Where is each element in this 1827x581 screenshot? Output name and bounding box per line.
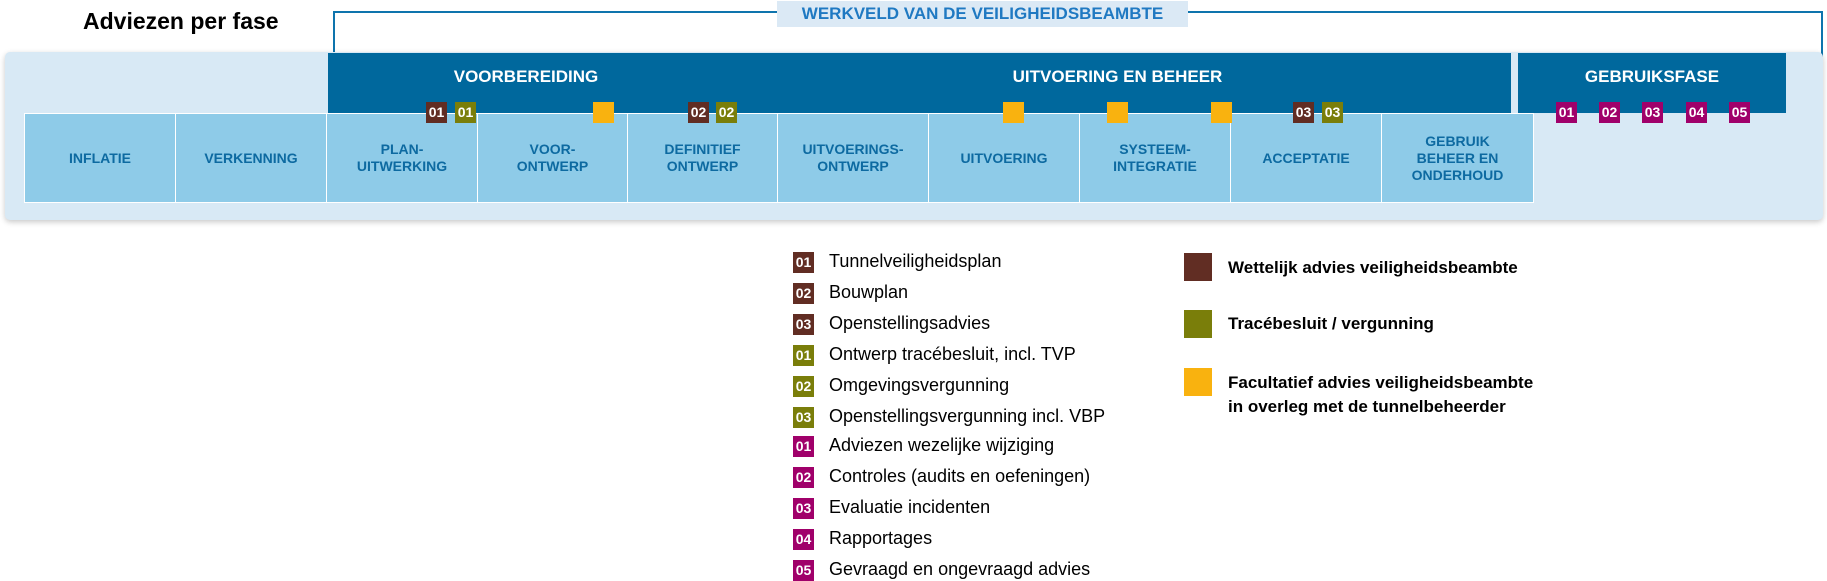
legend-badge: 05 bbox=[793, 560, 814, 581]
stage-uitvoeringsontwerp: UITVOERINGS- ONTWERP bbox=[777, 113, 929, 203]
legend-badge: 02 bbox=[793, 467, 814, 488]
legend-badge: 02 bbox=[793, 376, 814, 397]
legend-badge: 03 bbox=[793, 314, 814, 335]
badge-facultatief bbox=[593, 102, 614, 123]
badge-wettelijk-02: 02 bbox=[688, 102, 709, 123]
badge-gebruik-03: 03 bbox=[1642, 102, 1663, 123]
badge-gebruik-02: 02 bbox=[1599, 102, 1620, 123]
badge-facultatief bbox=[1107, 102, 1128, 123]
key-text-vergunning: Tracébesluit / vergunning bbox=[1228, 314, 1434, 333]
badge-gebruik-05: 05 bbox=[1729, 102, 1750, 123]
legend-item-text: Tunnelveiligheidsplan bbox=[829, 251, 1002, 271]
legend-item-text: Rapportages bbox=[829, 528, 933, 548]
legend-item-text: Evaluatie incidenten bbox=[829, 497, 991, 517]
legend-item-text: Controles (audits en oefeningen) bbox=[829, 466, 1091, 486]
badge-facultatief bbox=[1003, 102, 1024, 123]
stage-acceptatie: ACCEPTATIE bbox=[1230, 113, 1382, 203]
stage-uitvoering: UITVOERING bbox=[928, 113, 1080, 203]
key-text-wettelijk: Wettelijk advies veiligheidsbeambte bbox=[1228, 258, 1518, 277]
legend-item-text: Adviezen wezelijke wijziging bbox=[829, 435, 1055, 455]
badge-vergunning-03: 03 bbox=[1322, 102, 1343, 123]
legend-item-text: Openstellingsadvies bbox=[829, 313, 991, 333]
stage-systeemintegratie: SYSTEEM- INTEGRATIE bbox=[1079, 113, 1231, 203]
stage-gebruik-beheer-onderhoud: GEBRUIK BEHEER EN ONDERHOUD bbox=[1381, 113, 1534, 203]
stage-voorontwerp: VOOR- ONTWERP bbox=[477, 113, 628, 203]
key-swatch-wettelijk bbox=[1184, 253, 1212, 281]
legend-badge: 01 bbox=[793, 345, 814, 366]
legend-badge: 01 bbox=[793, 436, 814, 457]
badge-wettelijk-01: 01 bbox=[426, 102, 447, 123]
legend-item-text: Omgevingsvergunning bbox=[829, 375, 1010, 395]
key-text-facultatief-line2: in overleg met de tunnelbeheerder bbox=[1228, 397, 1506, 416]
key-swatch-vergunning bbox=[1184, 310, 1212, 338]
badge-vergunning-02: 02 bbox=[716, 102, 737, 123]
werkveld-label: WERKVELD VAN DE VEILIGHEIDSBEAMBTE bbox=[777, 1, 1188, 27]
badge-gebruik-01: 01 bbox=[1556, 102, 1577, 123]
key-swatch-facultatief bbox=[1184, 368, 1212, 396]
badge-facultatief bbox=[1211, 102, 1232, 123]
legend-badge: 02 bbox=[793, 283, 814, 304]
badge-wettelijk-03: 03 bbox=[1293, 102, 1314, 123]
stage-verkenning: VERKENNING bbox=[175, 113, 327, 203]
legend-badge: 03 bbox=[793, 407, 814, 428]
stage-definitief-ontwerp: DEFINITIEF ONTWERP bbox=[627, 113, 778, 203]
legend-item-text: Bouwplan bbox=[829, 282, 909, 302]
page-title: Adviezen per fase bbox=[83, 8, 279, 34]
key-text-facultatief-line1: Facultatief advies veiligheidsbeambte bbox=[1228, 373, 1534, 392]
legend-item-text: Ontwerp tracébesluit, incl. TVP bbox=[829, 344, 1076, 364]
badge-gebruik-04: 04 bbox=[1686, 102, 1707, 123]
legend-item-text: Gevraagd en ongevraagd advies bbox=[829, 559, 1091, 579]
legend-badge: 01 bbox=[793, 252, 814, 273]
badge-vergunning-01: 01 bbox=[455, 102, 476, 123]
werkveld-bracket-left bbox=[333, 11, 335, 53]
stage-planuitwerking: PLAN- UITWERKING bbox=[326, 113, 478, 203]
stage-inflatie: INFLATIE bbox=[24, 113, 176, 203]
legend-badge: 03 bbox=[793, 498, 814, 519]
phase-voorbereiding: VOORBEREIDING bbox=[328, 53, 724, 113]
legend-badge: 04 bbox=[793, 529, 814, 550]
legend-item-text: Openstellingsvergunning incl. VBP bbox=[829, 406, 1106, 426]
werkveld-bracket-right bbox=[1821, 11, 1823, 61]
